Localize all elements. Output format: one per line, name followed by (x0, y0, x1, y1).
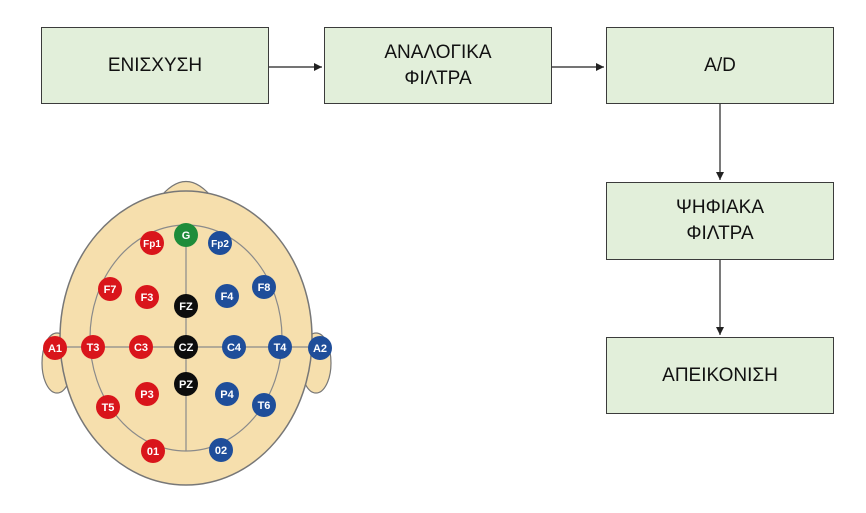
electrode-t5: T5 (96, 395, 120, 419)
svg-text:02: 02 (215, 445, 227, 457)
svg-text:Fp1: Fp1 (143, 239, 161, 250)
svg-text:01: 01 (147, 446, 159, 458)
svg-text:P3: P3 (140, 389, 153, 401)
electrode-f3: F3 (135, 285, 159, 309)
electrode-t4: T4 (268, 335, 292, 359)
svg-text:CZ: CZ (179, 342, 194, 354)
svg-text:FZ: FZ (179, 301, 193, 313)
svg-text:P4: P4 (220, 389, 234, 401)
svg-text:F3: F3 (141, 292, 154, 304)
electrode-c3: C3 (129, 335, 153, 359)
eeg-10-20-head-diagram: G Fp1 Fp2 F7 F3 FZ F4 F8 A1 T3 C3 CZ C4 … (41, 181, 332, 486)
electrode-fp1: Fp1 (140, 231, 164, 255)
electrode-a2: A2 (308, 336, 332, 360)
analog-filters-box: ΑΝΑΛΟΓΙΚΑ ΦΙΛΤΡΑ (324, 27, 552, 104)
electrode-o1: 01 (141, 439, 165, 463)
electrode-a1: A1 (43, 336, 67, 360)
electrode-p3: P3 (135, 382, 159, 406)
svg-text:C4: C4 (227, 342, 242, 354)
electrode-fz: FZ (174, 294, 198, 318)
electrode-f8: F8 (252, 275, 276, 299)
svg-text:F4: F4 (221, 291, 235, 303)
svg-text:A2: A2 (313, 343, 327, 355)
electrode-c4: C4 (222, 335, 246, 359)
display-box: ΑΠΕΙΚΟΝΙΣΗ (606, 337, 834, 414)
svg-text:T3: T3 (87, 342, 100, 354)
electrode-p4: P4 (215, 382, 239, 406)
svg-text:T6: T6 (258, 400, 271, 412)
electrode-f7: F7 (98, 277, 122, 301)
amplification-box: ΕΝΙΣΧΥΣΗ (41, 27, 269, 104)
svg-text:G: G (182, 230, 191, 242)
electrode-t6: T6 (252, 393, 276, 417)
svg-text:PZ: PZ (179, 379, 193, 391)
electrode-g: G (174, 223, 198, 247)
svg-text:Fp2: Fp2 (211, 239, 229, 250)
ad-converter-box: A/D (606, 27, 834, 104)
svg-text:T4: T4 (274, 342, 288, 354)
electrode-fp2: Fp2 (208, 231, 232, 255)
svg-text:A1: A1 (48, 343, 62, 355)
electrode-f4: F4 (215, 284, 239, 308)
electrode-cz: CZ (174, 335, 198, 359)
electrode-pz: PZ (174, 372, 198, 396)
svg-text:F7: F7 (104, 284, 117, 296)
svg-text:C3: C3 (134, 342, 148, 354)
digital-filters-box: ΨΗΦΙΑΚΑ ΦΙΛΤΡΑ (606, 182, 834, 260)
svg-text:F8: F8 (258, 282, 271, 294)
svg-text:T5: T5 (102, 402, 115, 414)
electrode-o2: 02 (209, 438, 233, 462)
electrode-t3: T3 (81, 335, 105, 359)
